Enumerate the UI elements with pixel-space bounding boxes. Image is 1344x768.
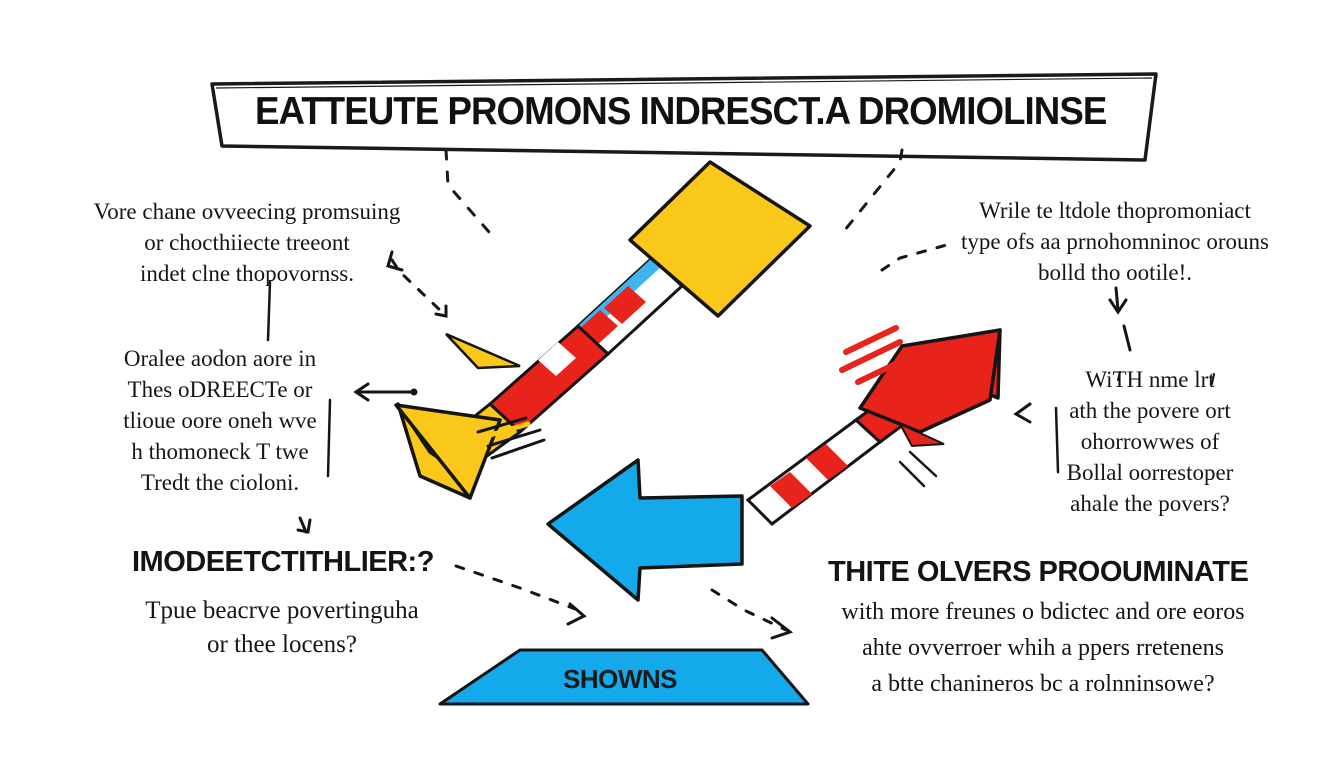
note-left-mid-line: Oralee aodon aore in — [123, 346, 317, 371]
double-arrow-left-mid — [353, 382, 416, 402]
heading-left: IMODEETCTITHLIER:? — [132, 546, 434, 578]
blue-base-platform — [438, 648, 810, 706]
diagram-title: EATTEUTE PROMONS INDRESCT.A DROMIOLINSE — [255, 90, 1107, 133]
question-left-line: Tpue beacrve povertinguha — [145, 597, 419, 624]
dashed-connector-title-right — [838, 148, 904, 238]
note-right-top: Wrile te ltdole thopromoniact type ofs a… — [935, 195, 1295, 288]
question-left: Tpue beacrve povertinguha or thee locens… — [92, 594, 472, 662]
arrowhead-left-heading — [296, 516, 312, 534]
note-right-top-line: Wrile te ltdole thopromoniact — [979, 198, 1251, 223]
subtext-right-line: a btte chanineros bc a rolnninsowe? — [871, 671, 1215, 697]
connector-left-top-vertical — [266, 280, 272, 342]
note-left-top-line: or chocthiiecte treeont — [144, 230, 350, 255]
arrowhead-left-top-end — [434, 304, 448, 318]
note-left-top-line: indet clne thopovornss. — [140, 261, 354, 286]
note-left-mid-line: Thes oDREECTe or — [127, 377, 313, 402]
dashed-connector-right-bottom — [710, 588, 788, 632]
subtext-right: with more freunes o bdictec and ore eoro… — [808, 594, 1278, 702]
bracket-right-mid — [1054, 406, 1060, 474]
dashed-connector-right-vertical — [1114, 286, 1132, 352]
note-left-mid-line: h thomoneck T twe — [131, 439, 309, 464]
heading-right: THITE OLVERS PROOUMINATE — [828, 556, 1249, 588]
arrowhead-left-bottom — [566, 602, 587, 626]
note-left-mid-line: Tredt the cioloni. — [140, 470, 300, 495]
subtext-right-line: with more freunes o bdictec and ore eoro… — [841, 599, 1245, 625]
connector-dot-left-mid — [410, 388, 418, 396]
dashed-connector-left-top — [390, 258, 444, 314]
question-left-line: or thee locens? — [207, 631, 357, 658]
note-right-top-line: bolld tho ootile!. — [1038, 260, 1192, 285]
base-platform-label: SHOWNS — [563, 664, 678, 694]
arrowhead-right-mid — [1013, 402, 1032, 424]
red-arrow — [745, 325, 1002, 526]
note-right-mid-line: Bollal oorrestoper — [1066, 460, 1234, 485]
bracket-left-mid — [326, 398, 332, 478]
arrowhead-left-top — [386, 250, 404, 272]
note-left-mid: Oralee aodon aore in Thes oDREECTe or tl… — [70, 343, 370, 498]
title-banner — [210, 72, 1158, 162]
note-right-mid-line: ahale the povers? — [1070, 491, 1230, 516]
note-right-mid: WiTH nme lrt ath the povere ort ohorroww… — [1010, 364, 1290, 519]
dashed-connector-title-left — [444, 148, 498, 242]
note-left-mid-line: tlioue oore oneh wve — [123, 408, 317, 433]
blue-arrow — [546, 458, 744, 602]
note-right-mid-line: ohorrowwes of — [1080, 429, 1220, 454]
subtext-right-line: ahte ovverroer whih a ppers rretenens — [862, 635, 1224, 661]
yellow-arrow — [394, 160, 812, 500]
dashed-connector-left-bottom — [454, 564, 580, 612]
tick-marks-right — [1117, 371, 1215, 385]
note-left-top: Vore chane ovveecing promsuing or chocth… — [72, 196, 422, 289]
arrowhead-right-top — [1108, 298, 1128, 315]
dashed-connector-right-top — [880, 242, 952, 272]
note-right-mid-line: WiTH nme lrt — [1085, 367, 1215, 392]
note-right-top-line: type ofs aa prnohomninoc orouns — [961, 229, 1269, 254]
note-left-top-line: Vore chane ovveecing promsuing — [93, 199, 401, 224]
arrowhead-right-bottom — [770, 616, 794, 640]
note-right-mid-line: ath the povere ort — [1069, 398, 1231, 423]
